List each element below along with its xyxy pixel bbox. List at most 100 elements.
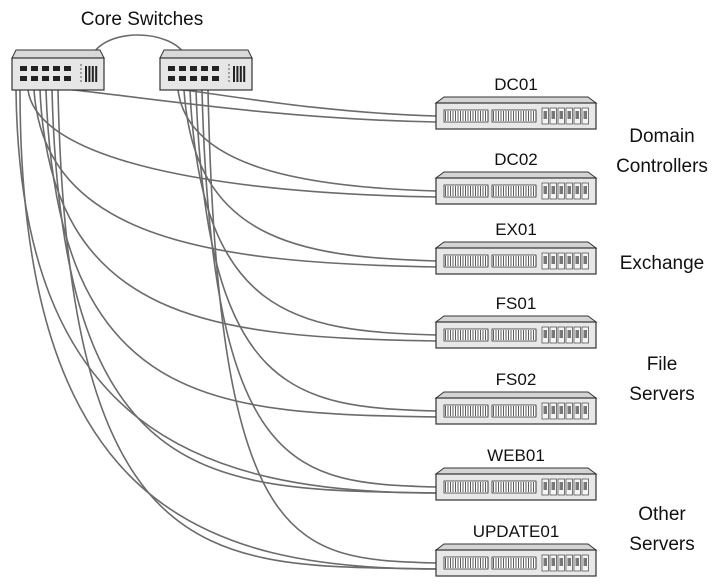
drive-handle [543,256,547,264]
core-switch-group [11,49,253,91]
server-top [434,315,598,323]
cable [27,89,437,198]
drive-handle [551,111,555,119]
drive-handle [559,186,563,194]
cable [15,89,437,494]
server-label: DC02 [494,150,537,169]
diagram-title: Core Switches [81,9,204,30]
switch-port [64,66,71,71]
server-dc01: DC01 [434,75,598,130]
drive-handle [575,406,579,414]
group-label: File [647,354,678,375]
cable [177,89,437,192]
server-label: DC01 [494,75,537,94]
switch-vent [91,66,94,82]
switch-port [31,66,38,71]
drive-handle [551,406,555,414]
group-label-layer: DomainControllersExchangeFileServersOthe… [616,126,708,555]
cable [201,89,437,488]
switch-port [168,76,175,81]
drive-handle [551,186,555,194]
switch-port [190,66,197,71]
drive-handle [567,558,571,566]
server-top [434,171,598,179]
cable [21,86,437,123]
drive-handle [559,482,563,490]
drive-handle [543,186,547,194]
drive-handle [543,330,547,338]
server-label: EX01 [495,220,537,239]
group-label: Domain [629,126,694,147]
switch-port [201,76,208,81]
switch-port [53,66,60,71]
switch-vent [236,66,239,82]
core-switch [159,49,253,91]
group-label: Exchange [620,253,705,274]
server-label: FS02 [496,370,537,389]
drive-handle [543,482,547,490]
cable [189,89,437,336]
cable [19,89,437,570]
switch-port [168,66,175,71]
core-switch [11,49,105,91]
drive-handle [583,111,587,119]
server-label: UPDATE01 [473,522,560,541]
switch-vent [233,66,235,82]
drive-handle [567,482,571,490]
switch-port [20,66,27,71]
inter-switch-link [91,34,187,57]
server-label: FS01 [496,294,537,313]
drive-handle [543,558,547,566]
drive-handle [575,482,579,490]
switch-vent [243,66,246,82]
drive-handle [583,186,587,194]
drive-handle [575,330,579,338]
group-label: Other [638,504,686,525]
cable [183,89,437,262]
drive-handle [559,558,563,566]
drive-handle [543,406,547,414]
cable [57,89,437,570]
cable [207,89,437,564]
group-label: Servers [629,534,694,555]
switch-vent [88,66,91,82]
drive-handle [583,558,587,566]
switch-port [42,66,49,71]
cable [33,89,437,268]
drive-handle [567,406,571,414]
server-top [434,96,598,104]
server-web01: WEB01 [434,446,598,501]
server-top [434,467,598,475]
switch-top [159,49,253,59]
group-label: Servers [629,384,694,405]
switch-port [179,76,186,81]
switch-port [212,66,219,71]
switch-port [20,76,27,81]
switch-port [212,76,219,81]
server-top [434,241,598,249]
switch-vent [95,66,98,82]
drive-handle [543,111,547,119]
drive-handle [559,256,563,264]
switch-port [53,76,60,81]
switch-port [201,66,208,71]
cable-layer [15,34,437,570]
switch-port [179,66,186,71]
server-update01: UPDATE01 [434,522,598,577]
server-dc02: DC02 [434,150,598,205]
drive-handle [559,111,563,119]
switch-vent [85,66,87,82]
drive-handle [583,330,587,338]
switch-port [31,76,38,81]
server-fs02: FS02 [434,370,598,425]
server-label: WEB01 [487,446,545,465]
switch-vent [239,66,242,82]
switch-port [190,76,197,81]
drive-handle [575,111,579,119]
server-fs01: FS01 [434,294,598,349]
switch-top [11,49,105,59]
server-top [434,543,598,551]
drive-handle [583,482,587,490]
